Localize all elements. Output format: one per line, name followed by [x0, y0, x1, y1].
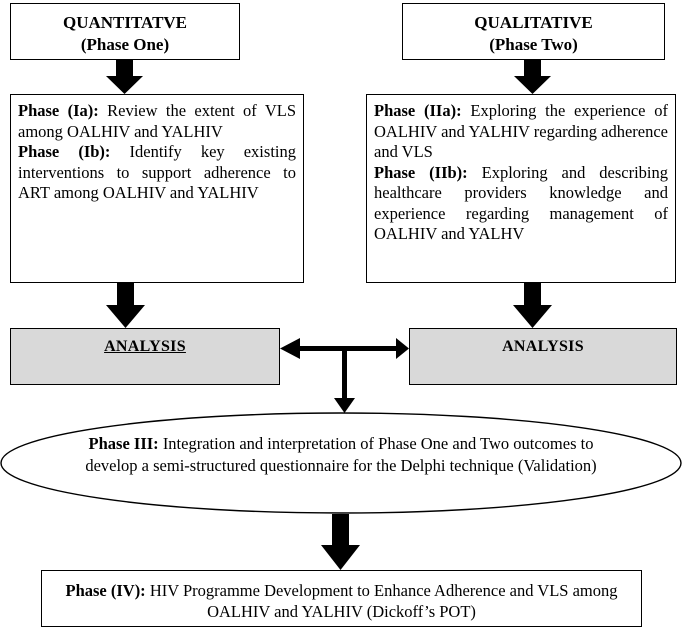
phase-iia-text: Exploring the experience of OALHIV and Y…: [374, 101, 668, 161]
phase-iia-label: Phase (IIa):: [374, 101, 462, 120]
phase-ib-label: Phase (Ib):: [18, 142, 111, 161]
arrow-down-phase-four: [321, 514, 360, 570]
phase-ia-text: Review the extent of VLS among OALHIV an…: [18, 101, 297, 141]
phase-iia: Phase (IIa): Exploring the experience of…: [374, 101, 668, 163]
phase-ib-text: Identify key existing interventions to s…: [18, 142, 296, 202]
analysis-left-label: ANALYSIS: [104, 338, 186, 355]
phase-iib-label: Phase (IIb):: [374, 162, 468, 182]
phase-one-box: Phase (Ia): Review the extent of VLS amo…: [10, 94, 304, 283]
qualitative-box: QUALITATIVE (Phase Two): [402, 3, 665, 60]
qualitative-title: QUALITATIVE: [474, 13, 593, 32]
phase-three-text: Phase III: Integration and interpretatio…: [80, 433, 602, 477]
phase-ia-label: Phase (Ia):: [18, 101, 99, 120]
phase-ia: Phase (Ia): Review the extent of VLS amo…: [18, 101, 296, 142]
qualitative-subtitle: (Phase Two): [489, 35, 578, 54]
arrow-down-phase-two-analysis: [513, 283, 552, 328]
quantitative-title: QUANTITATVE: [62, 13, 188, 32]
phase-iib-text: Exploring and describing healthcare prov…: [374, 162, 668, 244]
phase-two-box: Phase (IIa): Exploring the experience of…: [366, 94, 676, 283]
double-arrow-analysis: [280, 338, 409, 359]
phase-iib: Phase (IIb): Exploring and describing he…: [374, 163, 668, 245]
arrow-down-phase-one-analysis: [106, 283, 145, 328]
phase-four-label: Phase (IV):: [65, 581, 146, 600]
analysis-right-label: ANALYSIS: [502, 338, 584, 355]
quantitative-subtitle: (Phase One): [80, 35, 170, 54]
quantitative-box: QUANTITATVE (Phase One): [10, 3, 240, 60]
phase-three-ellipse: [0, 412, 682, 514]
phase-ib: Phase (Ib): Identify key existing interv…: [18, 142, 296, 204]
analysis-left-box: ANALYSIS: [10, 328, 280, 385]
phase-three-body: Integration and interpretation of Phase …: [85, 434, 597, 475]
phase-four-text: HIV Programme Development to Enhance Adh…: [145, 581, 618, 621]
analysis-right-box: ANALYSIS: [409, 328, 677, 385]
phase-three-label: Phase III:: [88, 434, 159, 453]
arrow-down-to-phase-three: [334, 350, 355, 413]
arrow-down-quantitative: [106, 60, 143, 94]
phase-four-box: Phase (IV): HIV Programme Development to…: [41, 570, 642, 627]
arrow-down-qualitative: [514, 60, 551, 94]
